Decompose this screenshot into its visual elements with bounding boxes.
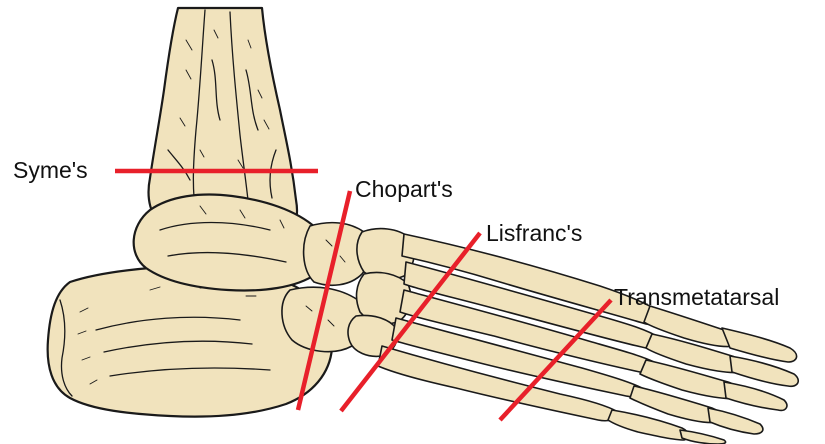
- transmetatarsal-label: Transmetatarsal: [614, 284, 779, 310]
- metatarsal-bones: [378, 234, 661, 421]
- talus-bone: [134, 195, 328, 291]
- foot-skeleton-illustration: [48, 8, 799, 444]
- symes-label: Syme's: [13, 157, 88, 183]
- lisfrancs-label: Lisfranc's: [486, 220, 582, 246]
- calcaneus-bone: [48, 266, 333, 417]
- choparts-label: Chopart's: [355, 176, 453, 202]
